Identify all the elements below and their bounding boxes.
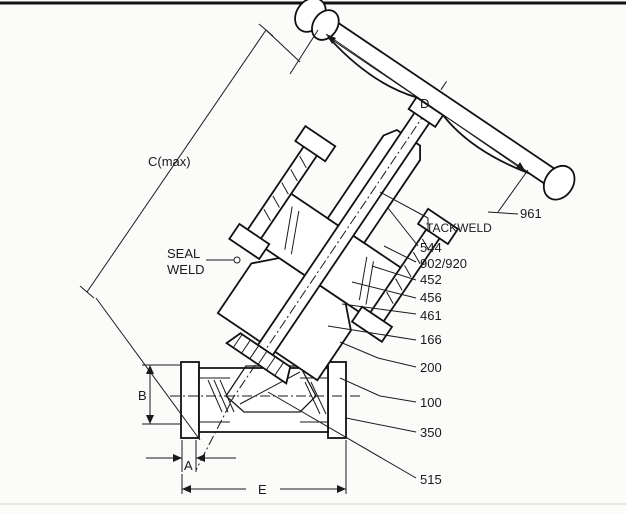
dimension-b-label: B	[138, 388, 147, 403]
tackweld-label: TACKWELD	[426, 221, 492, 235]
leader-lines	[206, 191, 519, 479]
seal-weld-label-line1: SEAL	[167, 246, 200, 261]
dimension-lines	[79, 23, 529, 494]
handwheel	[294, 0, 576, 201]
part-200: 200	[420, 360, 442, 375]
part-515: 515	[420, 472, 442, 487]
left-stud-bolt	[228, 124, 337, 261]
dimension-d-label: D	[420, 96, 429, 111]
part-961: 961	[520, 206, 542, 221]
part-452: 452	[420, 272, 442, 287]
part-902-920: 902/920	[420, 256, 467, 271]
part-166: 166	[420, 332, 442, 347]
disc	[224, 332, 292, 385]
dimension-e-label: E	[258, 482, 267, 497]
right-flange	[327, 361, 347, 439]
part-350: 350	[420, 425, 442, 440]
part-544: 544	[420, 240, 442, 255]
seal-weld-label-line2: WELD	[167, 262, 205, 277]
part-461: 461	[420, 308, 442, 323]
part-456: 456	[420, 290, 442, 305]
dimension-a-label: A	[184, 458, 193, 473]
part-100: 100	[420, 395, 442, 410]
dimension-c-label: C(max)	[148, 154, 191, 169]
